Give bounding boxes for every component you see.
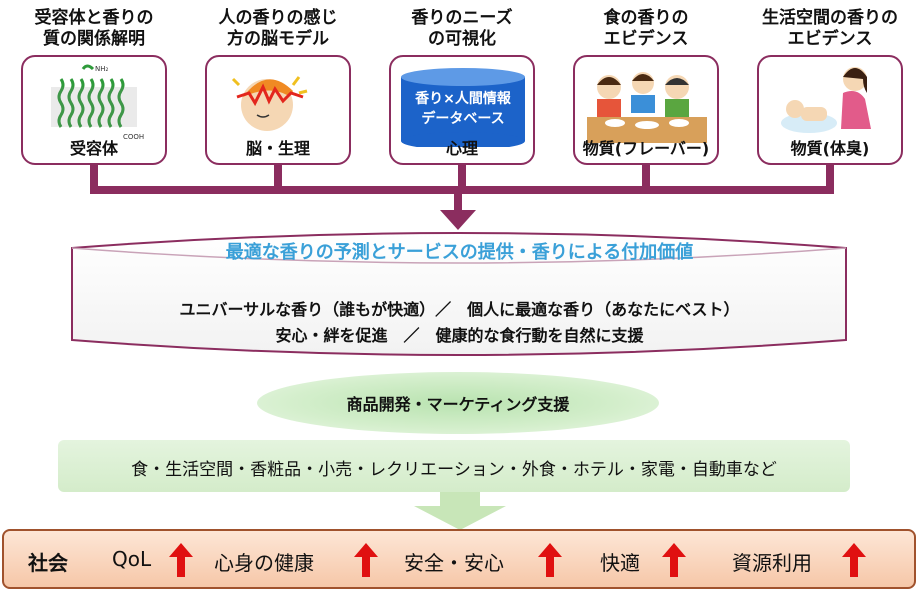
- connector-stem: [454, 194, 462, 214]
- ellipse-text: 商品開発・マーケティング支援: [346, 395, 570, 414]
- society-item-comfort: 快適: [600, 551, 640, 575]
- connector-drop-4: [642, 165, 650, 193]
- up-arrow-icon: [169, 543, 193, 577]
- band-line-2: 安心・絆を促進 ／ 健康的な食行動を自然に支援: [275, 326, 644, 345]
- product-dev-ellipse: 商品開発・マーケティング支援: [257, 372, 659, 434]
- label-brain: 脳・生理: [245, 139, 310, 158]
- label-food: 物質(フレーバー): [582, 139, 710, 158]
- family-meal-icon: [587, 72, 707, 143]
- card-needs: 香り×人間情報 データベース 心理: [389, 55, 535, 165]
- card-living: 物質(体臭): [757, 55, 903, 165]
- up-arrow-icon: [842, 543, 866, 577]
- up-arrow-icon: [662, 543, 686, 577]
- down-arrow-icon: [414, 492, 506, 530]
- connector-drop-5: [826, 165, 834, 193]
- society-bar: 社会 QoL 心身の健康 安全・安心 快適 資源利用: [2, 529, 916, 589]
- society-item-resources: 資源利用: [732, 551, 812, 575]
- band-title: 最適な香りの予測とサービスの提供・香りによる付加価値: [225, 242, 694, 263]
- title-food: 食の香りの エビデンス: [603, 8, 689, 49]
- industry-text: 食・生活空間・香粧品・小売・レクリエーション・外食・ホテル・家電・自動車など: [131, 460, 777, 480]
- label-needs: 心理: [445, 139, 478, 158]
- connector-drop-1: [90, 165, 98, 193]
- connector-drop-3: [458, 165, 466, 193]
- up-arrow-icon: [538, 543, 562, 577]
- connector-drop-2: [274, 165, 282, 193]
- title-brain: 人の香りの感じ 方の脳モデル: [218, 8, 338, 49]
- value-band: [71, 232, 847, 356]
- society-label: 社会: [28, 551, 68, 575]
- db-text-line1: 香り×人間情報: [414, 90, 512, 107]
- title-receptor: 受容体と香りの 質の関係解明: [34, 8, 154, 49]
- card-food: 物質(フレーバー): [573, 55, 719, 165]
- title-needs: 香りのニーズ の可視化: [411, 8, 513, 49]
- receptor-protein-icon: NH₂ COOH: [51, 64, 144, 141]
- title-living: 生活空間の香りの エビデンス: [762, 8, 898, 49]
- brain-head-icon: [231, 76, 308, 131]
- connector-arrowhead-icon: [440, 210, 476, 230]
- society-item-health: 心身の健康: [214, 551, 314, 575]
- connector-bar: [90, 186, 834, 194]
- db-text-line2: データベース: [421, 110, 504, 127]
- label-living: 物質(体臭): [790, 139, 870, 158]
- card-receptor: NH₂ COOH 受容体: [21, 55, 167, 165]
- card-brain: 脳・生理: [205, 55, 351, 165]
- band-line-1: ユニバーサルな香り（誰もが快適）／ 個人に最適な香り（あなたにベスト）: [179, 300, 740, 319]
- mother-baby-icon: [781, 67, 871, 133]
- society-item-safety: 安全・安心: [404, 551, 504, 575]
- database-icon: 香り×人間情報 データベース: [401, 68, 525, 147]
- industry-band: 食・生活空間・香粧品・小売・レクリエーション・外食・ホテル・家電・自動車など: [58, 440, 850, 492]
- nh2-label: NH₂: [95, 65, 109, 73]
- up-arrow-icon: [354, 543, 378, 577]
- label-receptor: 受容体: [69, 139, 118, 158]
- society-item-qol: QoL: [112, 547, 152, 571]
- cooh-label: COOH: [123, 133, 144, 141]
